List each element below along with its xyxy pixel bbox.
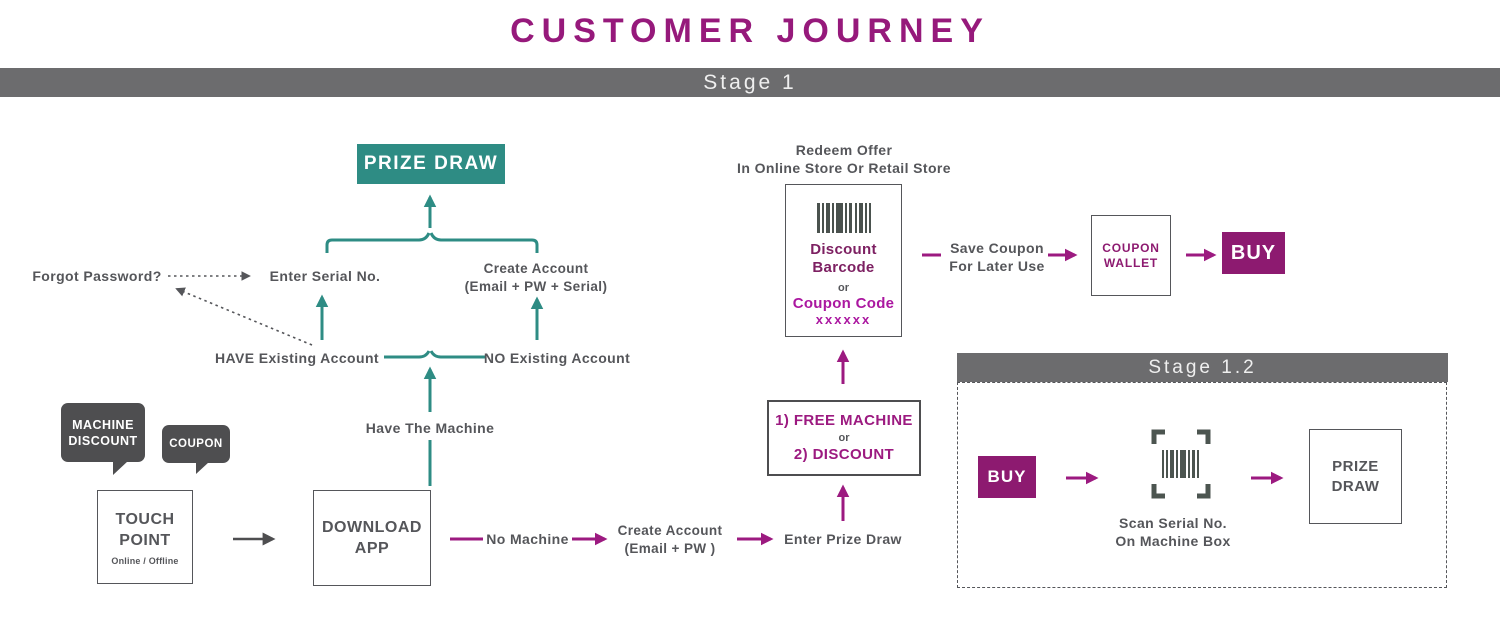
save-coupon-label: Save Coupon For Later Use — [922, 239, 1072, 275]
scan-frame-icon — [1151, 429, 1211, 499]
connector-have-to-forgot — [175, 287, 313, 346]
scan-serial-line1: Scan Serial No. — [1119, 515, 1227, 531]
discount-barcode-label: Discount Barcode — [810, 241, 877, 277]
machine-discount-bubble: MACHINE DISCOUNT — [61, 403, 145, 475]
coupon-wallet-line1: COUPON — [1102, 240, 1160, 255]
coupon-wallet-box: COUPON WALLET — [1091, 215, 1171, 296]
discount-line1: Discount — [810, 241, 877, 258]
no-machine-label: No Machine — [486, 531, 569, 547]
coupon-code-box: Discount Barcode or Coupon Code xxxxxx — [785, 184, 902, 337]
scan-serial-line2: On Machine Box — [1115, 533, 1231, 549]
redeem-line1: Redeem Offer — [795, 142, 893, 158]
create-account-label: Create Account (Email + PW ) — [595, 522, 745, 558]
machine-discount-line1: MACHINE — [72, 417, 134, 432]
bracket-right — [429, 232, 539, 253]
bracket-left — [325, 232, 431, 253]
buy-box: BUY — [1222, 232, 1285, 274]
stage12-prize-line2: DRAW — [1331, 477, 1380, 495]
save-coupon-line2: For Later Use — [949, 258, 1045, 274]
redeem-offer-label: Redeem Offer In Online Store Or Retail S… — [694, 141, 994, 177]
stage12-buy-label: BUY — [987, 467, 1027, 486]
coupon-wallet-label: COUPON WALLET — [1102, 241, 1159, 271]
barcode-icon — [1162, 450, 1199, 478]
stage12-prize-line1: PRIZE — [1332, 457, 1379, 475]
coupon-code-label: Coupon Code — [792, 295, 895, 312]
teal-connectors — [315, 194, 544, 486]
dotted-connectors — [168, 271, 313, 346]
stage12-buy-box: BUY — [978, 456, 1036, 498]
save-coupon-line1: Save Coupon — [950, 240, 1044, 256]
coupon-code-value: xxxxxx — [815, 312, 872, 327]
redeem-line2: In Online Store Or Retail Store — [737, 160, 951, 176]
offer-or-label: or — [838, 432, 850, 444]
create-account-serial-line2: (Email + PW + Serial) — [464, 279, 608, 294]
create-account-serial-label: Create Account (Email + PW + Serial) — [426, 260, 646, 296]
offer-option2: 2) DISCOUNT — [793, 446, 895, 463]
forgot-password-label: Forgot Password? — [32, 268, 162, 284]
stage12-label: Stage 1.2 — [1148, 356, 1257, 378]
stage12-header-bar: Stage 1.2 — [957, 353, 1448, 382]
touch-point-box: TOUCH POINT Online / Offline — [97, 490, 193, 584]
have-machine-label: Have The Machine — [365, 420, 495, 436]
scan-serial-label: Scan Serial No. On Machine Box — [1093, 514, 1253, 550]
stage12-prize-draw-label: PRIZE DRAW — [1332, 457, 1380, 497]
create-account-line2: (Email + PW ) — [624, 541, 716, 556]
stage12-zone — [957, 382, 1447, 588]
page-title: CUSTOMER JOURNEY — [510, 12, 990, 50]
no-account-label: NO Existing Account — [483, 350, 631, 366]
prize-draw-box: PRIZE DRAW — [357, 144, 505, 184]
download-app-line1: DOWNLOAD — [322, 519, 422, 536]
touch-point-line2: POINT — [119, 531, 171, 549]
offer-option1: 1) FREE MACHINE — [775, 412, 913, 429]
download-app-label: DOWNLOAD APP — [322, 517, 422, 559]
coupon-wallet-line2: WALLET — [1103, 255, 1159, 270]
download-app-line2: APP — [354, 540, 390, 557]
stage1-header-bar: Stage 1 — [0, 68, 1500, 97]
stage1-label: Stage 1 — [703, 70, 797, 94]
enter-serial-label: Enter Serial No. — [269, 268, 381, 284]
stage12-prize-draw-box: PRIZE DRAW — [1309, 429, 1402, 524]
coupon-bubble-label: COUPON — [169, 438, 223, 450]
create-account-line1: Create Account — [617, 523, 723, 538]
free-machine-offer-box: 1) FREE MACHINE or 2) DISCOUNT — [767, 400, 921, 476]
prize-draw-label: PRIZE DRAW — [363, 153, 499, 174]
buy-label: BUY — [1230, 241, 1277, 264]
download-app-box: DOWNLOAD APP — [313, 490, 431, 586]
touch-point-line1: TOUCH — [115, 510, 175, 528]
machine-discount-line2: DISCOUNT — [68, 433, 138, 448]
speech-tail-icon — [113, 461, 128, 475]
have-account-label: HAVE Existing Account — [215, 350, 379, 366]
touch-point-label: TOUCH POINT — [115, 509, 174, 551]
barcode-icon — [816, 203, 871, 233]
coupon-or-label: or — [838, 282, 849, 294]
coupon-bubble: COUPON — [162, 425, 230, 474]
enter-prize-draw-label: Enter Prize Draw — [784, 531, 902, 547]
speech-tail-icon — [196, 462, 209, 474]
create-account-serial-line1: Create Account — [483, 261, 589, 276]
discount-line2: Barcode — [812, 259, 875, 276]
touch-point-sub-label: Online / Offline — [111, 555, 179, 566]
